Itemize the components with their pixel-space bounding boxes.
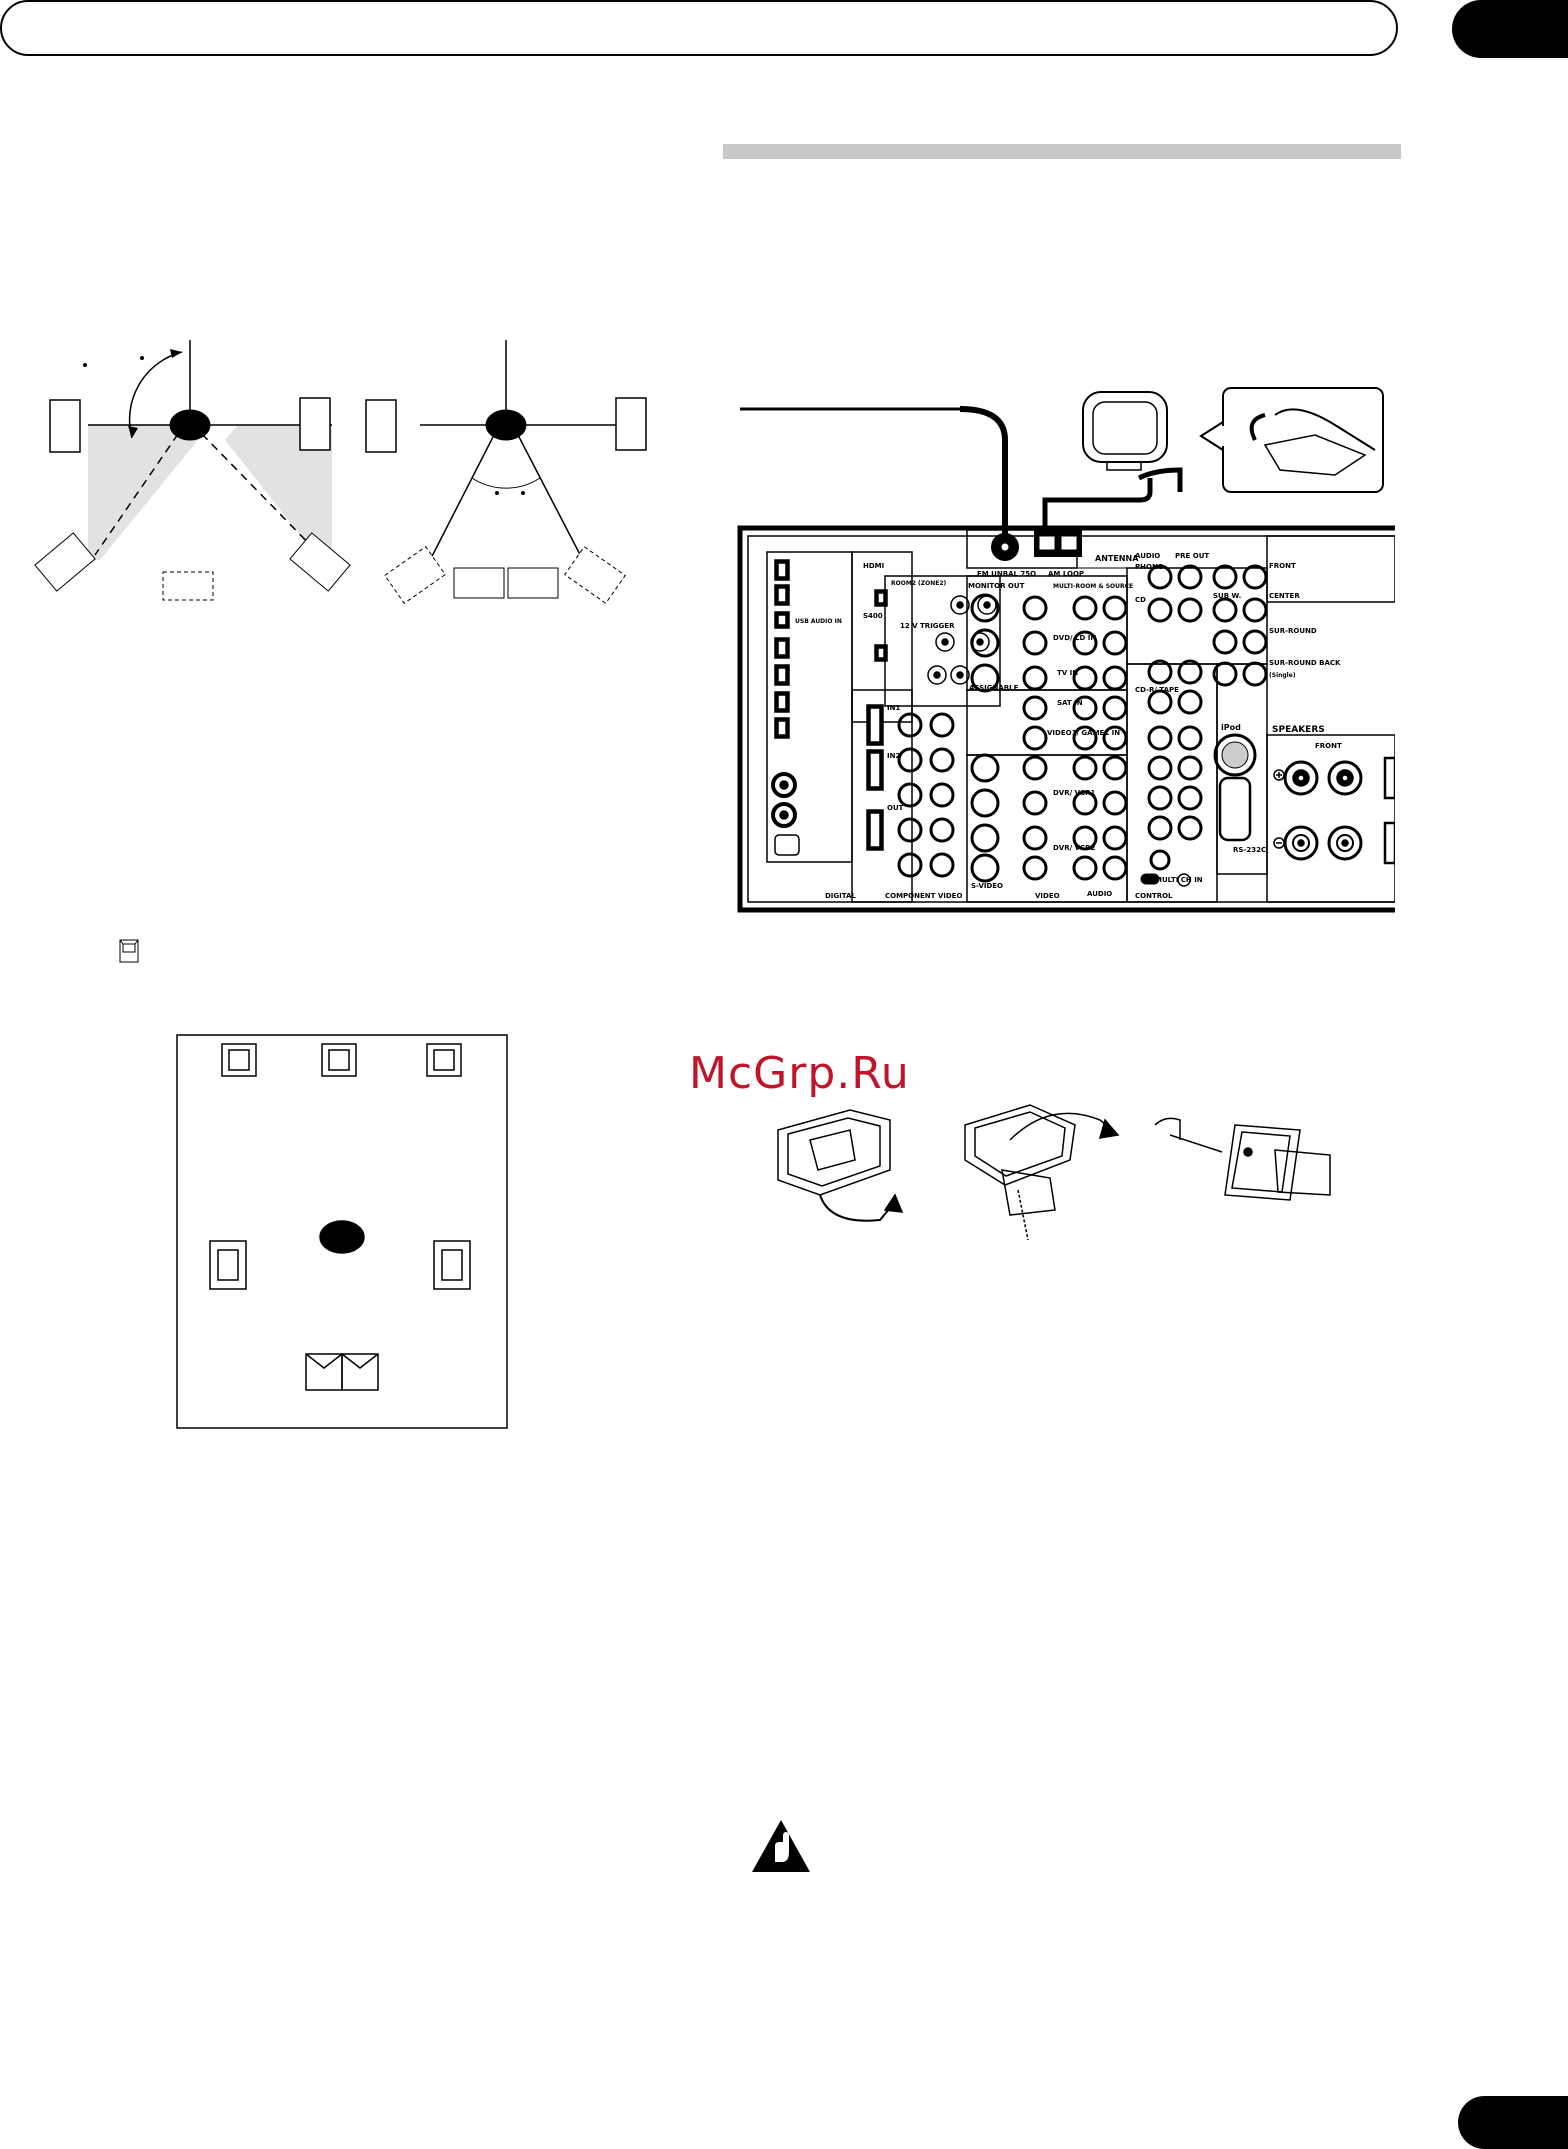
antenna-label: ANTENNA: [1095, 554, 1139, 563]
usb-audio-in-label: USB AUDIO IN: [795, 618, 842, 625]
assignable-label: ASSIGNABLE: [969, 684, 1019, 692]
control-label: CONTROL: [1135, 892, 1173, 900]
speaker-placement-angles: [34, 340, 647, 604]
surround-right-speaker-icon: [433, 1240, 471, 1290]
chapter-tab: [1452, 0, 1568, 58]
cd-label: CD: [1135, 596, 1146, 604]
trigger-label: 12 V TRIGGER: [900, 622, 955, 630]
receiver-rear-panel: FM UNBAL 75Ω AM LOOP ANTENNA AUDIO PRE O…: [737, 387, 1395, 913]
watermark-text: McGrp.Ru: [689, 1048, 910, 1099]
multi-room-source-label: MULTI-ROOM & SOURCE: [1053, 583, 1133, 590]
pre-out-label: PRE OUT: [1175, 552, 1209, 560]
component-video-label: COMPONENT VIDEO: [885, 892, 962, 900]
dvr-vcr1-label: DVR/ VCR1: [1053, 789, 1096, 797]
room2-zone2-label: ROOM2 (ZONE2): [891, 580, 947, 587]
multi-ch-in-label: MULTI CH IN: [1155, 876, 1203, 884]
am-loop-label: AM LOOP: [1048, 570, 1084, 578]
caution-icon: [752, 1820, 810, 1872]
video1-game1-label: VIDEO1/ GAME1 IN: [1047, 729, 1120, 737]
video-label: VIDEO: [1035, 892, 1060, 900]
out-label: OUT: [887, 804, 904, 812]
speaker-room-layout: [176, 1034, 508, 1429]
phono-label: PHONO: [1135, 563, 1164, 571]
in1-label: IN1: [887, 704, 900, 712]
dvr-vcr2-label: DVR/ VCR2: [1053, 844, 1096, 852]
fm-unbal-label: FM UNBAL 75Ω: [977, 570, 1036, 578]
sat-in-label: SAT IN: [1057, 699, 1083, 707]
speakers-front-label: FRONT: [1315, 742, 1342, 750]
front-label: FRONT: [1269, 562, 1296, 570]
cd-r-tape-label: CD-R/ TAPE: [1135, 686, 1179, 694]
audio-bottom-label: AUDIO: [1087, 890, 1112, 898]
surround-label: SUR-ROUND: [1269, 627, 1317, 635]
s400-label: S400: [863, 612, 883, 620]
sub-w-label: SUB W.: [1213, 592, 1241, 600]
in2-label: IN2: [887, 752, 900, 760]
surround-left-speaker-icon: [209, 1240, 247, 1290]
tv-in-label: TV IN: [1057, 669, 1078, 677]
page-header-bar: [0, 0, 1398, 56]
section-rule: [723, 144, 1401, 159]
monitor-out-label: MONITOR OUT: [968, 582, 1025, 590]
front-left-speaker-icon: [221, 1043, 257, 1077]
single-label: (Single): [1269, 672, 1296, 679]
dvd-ld-label: DVD/ LD IN: [1053, 634, 1096, 642]
listener-icon: [319, 1220, 365, 1254]
hdmi-label: HDMI: [863, 562, 884, 570]
page-number-tab: [1458, 2096, 1568, 2149]
rs232c-label: RS-232C: [1233, 846, 1266, 854]
audio-label: AUDIO: [1135, 552, 1160, 560]
center-speaker-icon: [321, 1043, 357, 1077]
am-loop-antenna-assembly: [777, 1104, 1331, 1240]
speakers-label: SPEAKERS: [1272, 725, 1325, 735]
ipod-label: iPod: [1221, 723, 1241, 732]
speaker-icon: [119, 939, 139, 963]
front-right-speaker-icon: [426, 1043, 462, 1077]
surround-back-speakers-icon: [305, 1353, 379, 1391]
digital-label: DIGITAL: [825, 892, 856, 900]
s-video-label: S-VIDEO: [971, 882, 1003, 890]
surround-back-label: SUR-ROUND BACK: [1269, 659, 1341, 667]
center-label: CENTER: [1269, 592, 1300, 600]
